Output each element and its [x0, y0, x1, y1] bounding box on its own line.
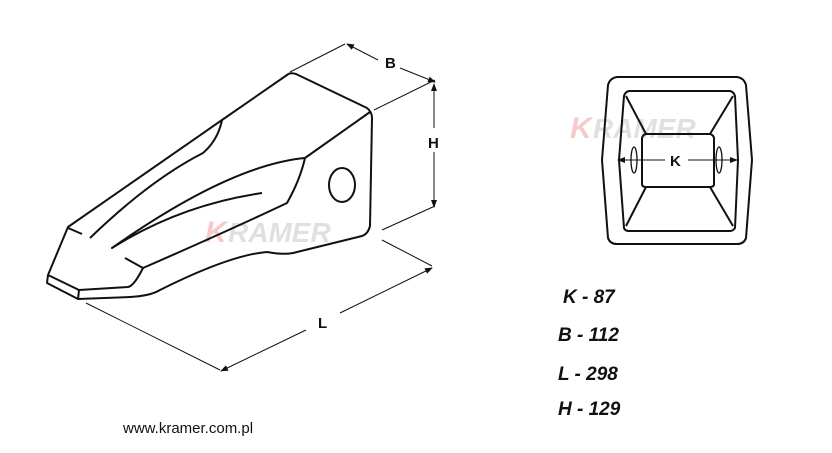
dimension-b-value: B - 112 — [558, 325, 619, 346]
label-l: L — [318, 315, 327, 332]
svg-text:K: K — [570, 112, 594, 145]
label-h: H — [428, 135, 439, 152]
tooth-side-view — [46, 72, 373, 300]
dimension-l-value: L - 298 — [558, 364, 618, 385]
dimension-lines — [85, 43, 437, 372]
dimension-k-value: K - 87 — [563, 287, 615, 308]
svg-text:RAMER: RAMER — [593, 113, 696, 144]
dimension-h-value: H - 129 — [558, 399, 621, 420]
label-k: K — [670, 153, 681, 170]
watermark-front: K RAMER — [570, 112, 696, 145]
website-link[interactable]: www.kramer.com.pl — [123, 420, 254, 437]
label-b: B — [385, 55, 396, 72]
svg-text:RAMER: RAMER — [228, 217, 331, 248]
